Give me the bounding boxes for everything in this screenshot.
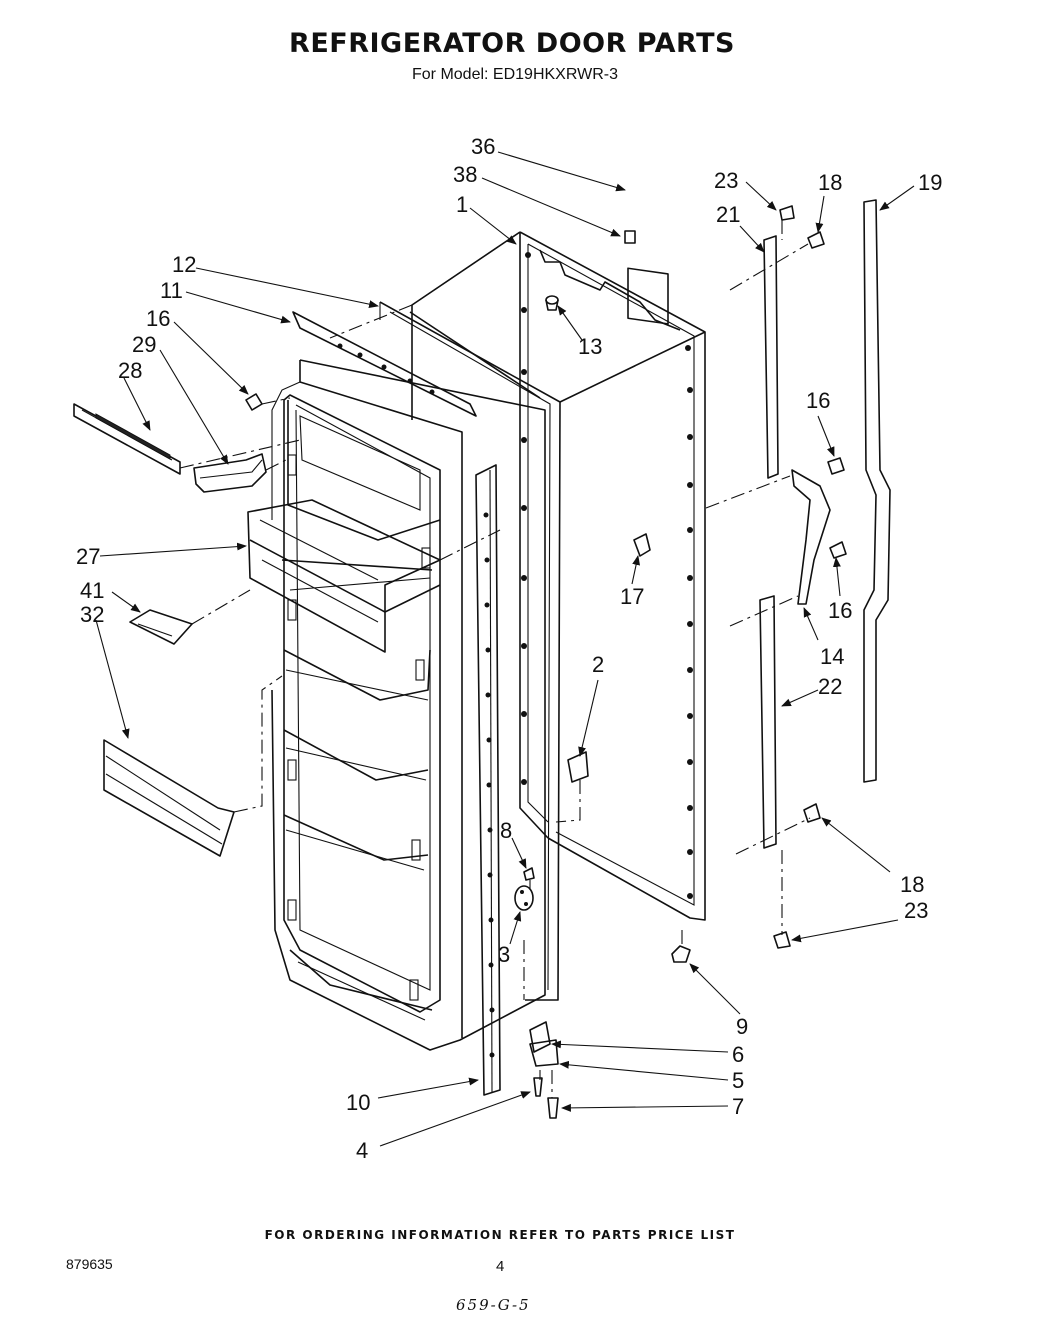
handwritten-code: 659-G-5 <box>456 1296 531 1314</box>
callout-4: 4 <box>356 1138 368 1163</box>
door-gasket <box>379 301 561 1001</box>
callout-27: 27 <box>76 544 100 569</box>
callout-19: 19 <box>918 170 942 195</box>
top-trim-strip <box>292 311 477 417</box>
door-stop-bracket <box>567 751 589 783</box>
callout-36: 36 <box>471 134 495 159</box>
callout-13: 13 <box>578 334 602 359</box>
panel-clip <box>633 533 651 557</box>
screw-16-left <box>245 393 263 411</box>
plug-button <box>545 295 559 311</box>
callout-16b: 16 <box>806 388 830 413</box>
callout-32: 32 <box>80 602 104 627</box>
leader-lines <box>95 151 915 1147</box>
callout-18b: 18 <box>900 872 924 897</box>
callout-2: 2 <box>592 652 604 677</box>
door-cam <box>514 885 534 911</box>
screw-16-lower-right <box>829 541 847 559</box>
door-label-large <box>627 267 669 325</box>
callout-11: 11 <box>160 278 183 303</box>
handle-trim-bar <box>73 403 181 475</box>
callout-16c: 16 <box>828 598 852 623</box>
callout-28: 28 <box>118 358 142 383</box>
screw-18-lower <box>803 803 821 823</box>
callout-14: 14 <box>820 644 844 669</box>
callout-5: 5 <box>732 1068 744 1093</box>
callout-29: 29 <box>132 332 156 357</box>
document-number: 879635 <box>66 1256 113 1272</box>
hinge-bushing <box>529 1021 551 1053</box>
hinge-screw-right <box>547 1097 559 1119</box>
handle-bracket <box>193 453 267 493</box>
callout-12: 12 <box>172 252 196 277</box>
callout-23b: 23 <box>904 898 928 923</box>
page-number: 4 <box>496 1258 505 1275</box>
callout-41: 41 <box>80 578 104 603</box>
callout-18: 18 <box>818 170 842 195</box>
handle-mid-bracket <box>791 469 831 605</box>
screw-16-upper-right <box>827 457 845 475</box>
screw-18-upper <box>807 231 825 249</box>
dispenser-shelf <box>247 499 441 653</box>
upper-handle-rail <box>763 235 779 479</box>
callout-6: 6 <box>732 1042 744 1067</box>
callout-17: 17 <box>620 584 644 609</box>
door-handle-strip <box>863 199 891 783</box>
hinge-screw-left <box>533 1077 543 1097</box>
callout-38: 38 <box>453 162 477 187</box>
callout-22: 22 <box>818 674 842 699</box>
lower-trim-panel <box>103 739 235 857</box>
callout-16: 16 <box>146 306 170 331</box>
callout-9: 9 <box>736 1014 748 1039</box>
callout-23: 23 <box>714 168 738 193</box>
callout-21: 21 <box>716 202 740 227</box>
callout-1: 1 <box>456 192 468 217</box>
callout-numbers: 36 38 1 23 18 21 19 12 11 16 29 28 13 16… <box>76 134 942 1163</box>
door-side-strip <box>475 464 501 1096</box>
model-number: For Model: ED19HKXRWR-3 <box>412 66 618 83</box>
door-label-small <box>624 230 636 244</box>
callout-3: 3 <box>498 942 510 967</box>
callout-10: 10 <box>346 1090 370 1115</box>
bottom-cap <box>671 945 691 963</box>
outer-door-panel <box>411 231 706 921</box>
callout-7: 7 <box>732 1094 744 1119</box>
cap-23-upper <box>779 205 795 221</box>
page-title: REFRIGERATOR DOOR PARTS <box>289 28 735 59</box>
callout-8: 8 <box>500 818 512 843</box>
ordering-note: FOR ORDERING INFORMATION REFER TO PARTS … <box>264 1228 736 1242</box>
hinge-plate <box>529 1039 559 1067</box>
inner-door-liner <box>271 359 546 1051</box>
cam-screw <box>523 867 535 881</box>
small-tray <box>129 609 193 645</box>
lower-handle-rail <box>759 595 777 849</box>
